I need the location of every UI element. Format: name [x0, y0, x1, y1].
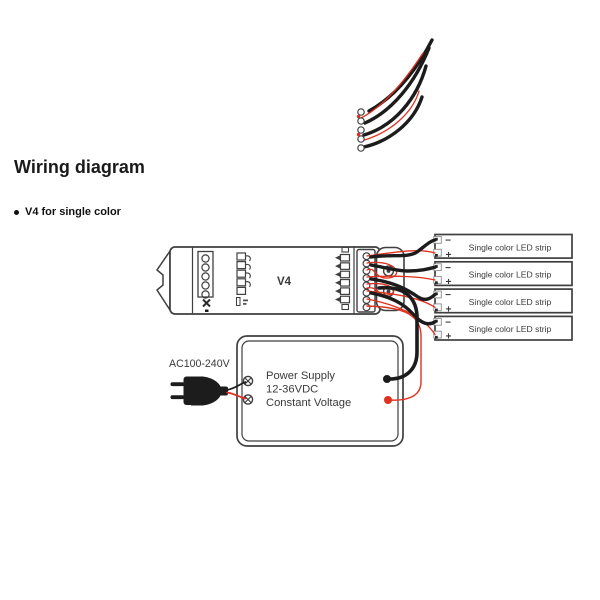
pin-header-column	[335, 246, 351, 311]
controller-label: V4	[277, 276, 292, 288]
minus-label: −	[445, 317, 451, 328]
section-bullet-label: V4 for single color	[25, 206, 121, 218]
plus-label: +	[446, 250, 452, 261]
page-title: Wiring diagram	[14, 157, 145, 177]
led-strip-label: Single color LED strip	[469, 242, 552, 252]
led-strip: − + Single color LED strip	[433, 288, 573, 315]
polarity-marking-icon	[202, 298, 211, 312]
ac-input-terminal-bottom	[242, 394, 254, 405]
plus-label: +	[446, 304, 452, 315]
minus-label: −	[445, 263, 451, 274]
v4-controller: V4	[155, 246, 405, 315]
section-bullet: V4 for single color	[14, 206, 121, 218]
ac-input-terminal-top	[242, 375, 254, 387]
output-wires	[366, 238, 437, 336]
led-strip: − + Single color LED strip	[433, 233, 573, 261]
plus-label: +	[446, 332, 452, 343]
minus-label: −	[445, 290, 451, 301]
power-supply-line1: Power Supply	[266, 370, 335, 382]
small-print-marks	[236, 297, 248, 306]
led-strip-label: Single color LED strip	[469, 324, 552, 334]
power-supply: Power Supply 12-36VDC Constant Voltage	[236, 335, 404, 447]
bullet-icon	[14, 209, 19, 215]
dc-output-positive-dot	[384, 396, 392, 404]
clip-connector-column	[236, 252, 251, 295]
power-supply-line3: Constant Voltage	[266, 397, 351, 409]
input-terminal-block	[197, 250, 214, 299]
minus-label: −	[445, 236, 451, 247]
dc-output-negative-dot	[383, 375, 391, 383]
mounting-ear-left	[155, 248, 171, 313]
led-strip: − + Single color LED strip	[433, 260, 573, 288]
led-strip-label: Single color LED strip	[469, 297, 552, 307]
ac-input-label: AC100-240V	[169, 358, 231, 370]
ac-plug: AC100-240V	[169, 358, 247, 406]
power-supply-line2: 12-36VDC	[266, 384, 318, 396]
power-wires	[366, 285, 422, 404]
partial-diagram-fragment	[356, 38, 434, 152]
led-strip-label: Single color LED strip	[469, 270, 552, 280]
plug-prong-icon	[170, 395, 185, 400]
led-strip: − + Single color LED strip	[433, 315, 573, 343]
plus-label: +	[446, 277, 452, 288]
plug-prong-icon	[170, 382, 185, 387]
